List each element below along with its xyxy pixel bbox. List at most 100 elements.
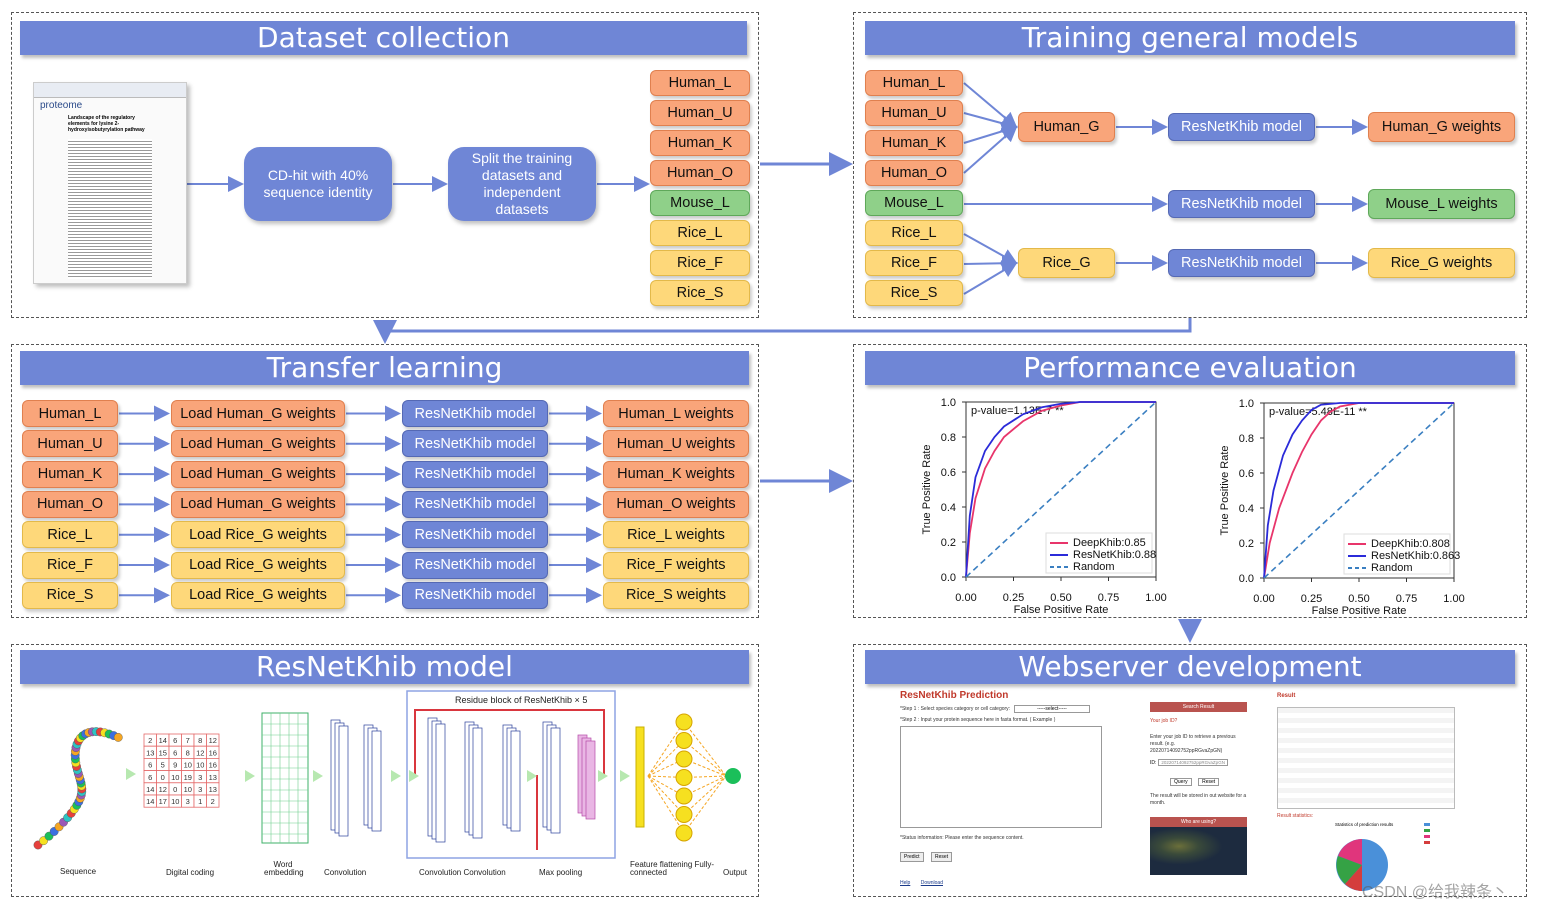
conv-layer bbox=[338, 725, 349, 837]
paper-journal: proteome bbox=[40, 100, 83, 111]
tl-output-4: Rice_L weights bbox=[603, 521, 749, 549]
ws-help-link[interactable]: Help bbox=[900, 880, 911, 886]
ws-seq-textarea[interactable] bbox=[900, 726, 1102, 828]
fc-edge bbox=[683, 740, 727, 777]
ws-select[interactable]: -----select----- bbox=[1014, 705, 1090, 713]
webserver-result: Result Result statistics: Statistics of … bbox=[1277, 693, 1457, 893]
roc-xtick: 0.25 bbox=[1301, 593, 1322, 605]
transfer-panel bbox=[11, 344, 759, 618]
tl-model-1: ResNetKhib model bbox=[402, 430, 548, 458]
matrix-value: 12 bbox=[209, 736, 217, 745]
matrix-value: 2 bbox=[211, 797, 215, 806]
fc-node bbox=[675, 824, 693, 842]
tl-model-5: ResNetKhib model bbox=[402, 551, 548, 579]
roc-ylabel: True Positive Rate bbox=[1219, 445, 1231, 535]
roc-legend-label: ResNetKhib:0.863 bbox=[1371, 550, 1460, 562]
roc-ytick: 0.0 bbox=[1239, 573, 1254, 585]
ds-human-u: Human_U bbox=[650, 100, 750, 126]
tl-input-3: Human_O bbox=[22, 490, 118, 518]
roc-ylabel: True Positive Rate bbox=[921, 444, 933, 534]
matrix-value: 8 bbox=[186, 748, 190, 757]
fc-node bbox=[675, 787, 693, 805]
tl-model-3: ResNetKhib model bbox=[402, 490, 548, 518]
fully-connected-nodes bbox=[647, 713, 727, 842]
ws-reset2-button[interactable]: Reset bbox=[1198, 778, 1220, 786]
matrix-value: 9 bbox=[173, 761, 177, 770]
performance-banner: Performance evaluation bbox=[865, 351, 1515, 385]
tl-load-0: Load Human_G weights bbox=[171, 400, 345, 427]
conv-layer bbox=[585, 740, 596, 820]
roc-annotation: p-value=5.48E-11 ** bbox=[1269, 406, 1368, 418]
ws-stored: The result will be stored in out website… bbox=[1150, 793, 1247, 806]
world-map bbox=[1150, 827, 1247, 875]
training-panel bbox=[853, 12, 1527, 318]
conv-layer bbox=[510, 730, 521, 832]
ws-job-text: Enter your job ID to retrieve a previous… bbox=[1150, 734, 1236, 754]
watermark: CSDN @给我辣条丶 bbox=[1362, 884, 1509, 901]
matrix-value: 13 bbox=[209, 785, 217, 794]
ds-mouse-l: Mouse_L bbox=[650, 190, 750, 216]
matrix-value: 12 bbox=[196, 748, 204, 757]
webserver-form: ResNetKhib Prediction *Step 1 : Select s… bbox=[900, 690, 1130, 886]
tl-output-0: Human_L weights bbox=[603, 400, 749, 427]
matrix-value: 1 bbox=[198, 797, 202, 806]
ws-download-link[interactable]: Download bbox=[920, 880, 943, 886]
tr-human-o: Human_O bbox=[865, 160, 963, 186]
stage-conv: Convolution bbox=[324, 868, 367, 877]
roc-legend-label: DeepKhib:0.85 bbox=[1073, 537, 1146, 549]
roc-xtick: 1.00 bbox=[1443, 593, 1464, 605]
tl-input-0: Human_L bbox=[22, 400, 118, 427]
ws-search-header: Search Result bbox=[1150, 702, 1247, 712]
tl-load-3: Load Human_G weights bbox=[171, 490, 345, 518]
matrix-value: 0 bbox=[161, 773, 165, 782]
matrix-value: 10 bbox=[184, 761, 192, 770]
train-model-mouse: ResNetKhib model bbox=[1168, 190, 1315, 218]
matrix-value: 7 bbox=[186, 736, 190, 745]
roc-ytick: 0.6 bbox=[1239, 468, 1254, 480]
conv-layer bbox=[550, 727, 561, 834]
fc-edge bbox=[683, 775, 727, 815]
matrix-value: 6 bbox=[173, 748, 177, 757]
tr-human-l: Human_L bbox=[865, 70, 963, 96]
roc-ytick: 0.2 bbox=[1239, 538, 1254, 550]
ws-query-button[interactable]: Query bbox=[1170, 778, 1192, 786]
human-g: Human_G bbox=[1018, 112, 1115, 142]
tl-output-6: Rice_S weights bbox=[603, 581, 749, 609]
matrix-value: 14 bbox=[146, 797, 154, 806]
roc-ytick: 0.6 bbox=[941, 467, 956, 479]
ws-reset-button[interactable]: Reset bbox=[931, 852, 953, 862]
transfer-banner: Transfer learning bbox=[20, 351, 749, 385]
dataset-banner: Dataset collection bbox=[20, 21, 747, 55]
roc-ytick: 1.0 bbox=[1239, 398, 1254, 410]
webserver-banner: Webserver development bbox=[865, 650, 1515, 684]
ds-rice-l: Rice_L bbox=[650, 220, 750, 246]
tr-human-k: Human_K bbox=[865, 130, 963, 156]
conv-layer bbox=[472, 727, 483, 839]
matrix-value: 16 bbox=[209, 761, 217, 770]
matrix-value: 2 bbox=[148, 736, 152, 745]
roc-xtick: 0.00 bbox=[1253, 593, 1274, 605]
performance-panel bbox=[853, 344, 1527, 618]
matrix-value: 6 bbox=[173, 736, 177, 745]
matrix-value: 10 bbox=[196, 761, 204, 770]
sequence-beads bbox=[33, 727, 123, 850]
roc-series-1 bbox=[1263, 402, 1454, 579]
matrix-value: 16 bbox=[209, 748, 217, 757]
ws-predict-button[interactable]: Predict bbox=[900, 852, 924, 862]
matrix-value: 8 bbox=[198, 736, 202, 745]
ds-human-o: Human_O bbox=[650, 160, 750, 186]
sequence-bead bbox=[113, 732, 123, 742]
roc-xtick: 0.50 bbox=[1050, 592, 1071, 604]
matrix-value: 6 bbox=[148, 773, 152, 782]
tl-load-1: Load Human_G weights bbox=[171, 430, 345, 458]
fc-edge bbox=[647, 775, 685, 815]
dataset-panel bbox=[11, 12, 759, 318]
tl-model-0: ResNetKhib model bbox=[402, 400, 548, 427]
tr-rice-l: Rice_L bbox=[865, 220, 963, 246]
webserver-panel bbox=[853, 644, 1527, 897]
ws-id-input[interactable]: 20220714092752ppRGvaZpGN bbox=[1158, 759, 1228, 766]
matrix-value: 10 bbox=[171, 797, 179, 806]
